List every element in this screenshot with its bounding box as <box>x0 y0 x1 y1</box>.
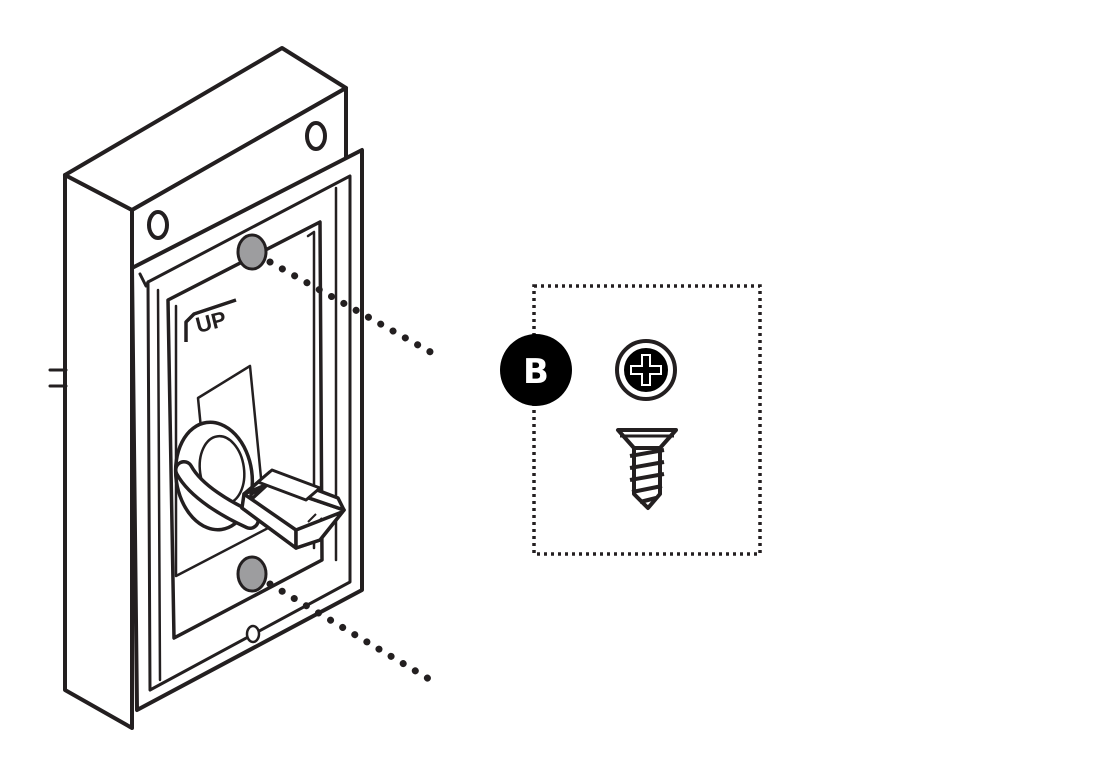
phillips-head-icon <box>615 339 677 401</box>
bottom-leader-line <box>266 580 438 686</box>
ethernet-cable <box>174 460 260 530</box>
top-screw-hole <box>236 233 268 271</box>
doorbell-housing <box>48 46 348 730</box>
badge-letter: B <box>523 352 549 392</box>
badge-b-icon: B <box>500 334 572 406</box>
bottom-screw-hole <box>236 555 268 593</box>
screw-callout: B <box>500 284 762 556</box>
screw-leader-lines <box>266 258 438 686</box>
callout-border <box>532 284 762 556</box>
top-leader-line <box>266 258 438 358</box>
rj45-connector-icon <box>240 468 346 550</box>
flat-head-screw-icon <box>616 428 678 510</box>
small-hole <box>245 624 261 644</box>
screw-holes <box>236 233 268 593</box>
